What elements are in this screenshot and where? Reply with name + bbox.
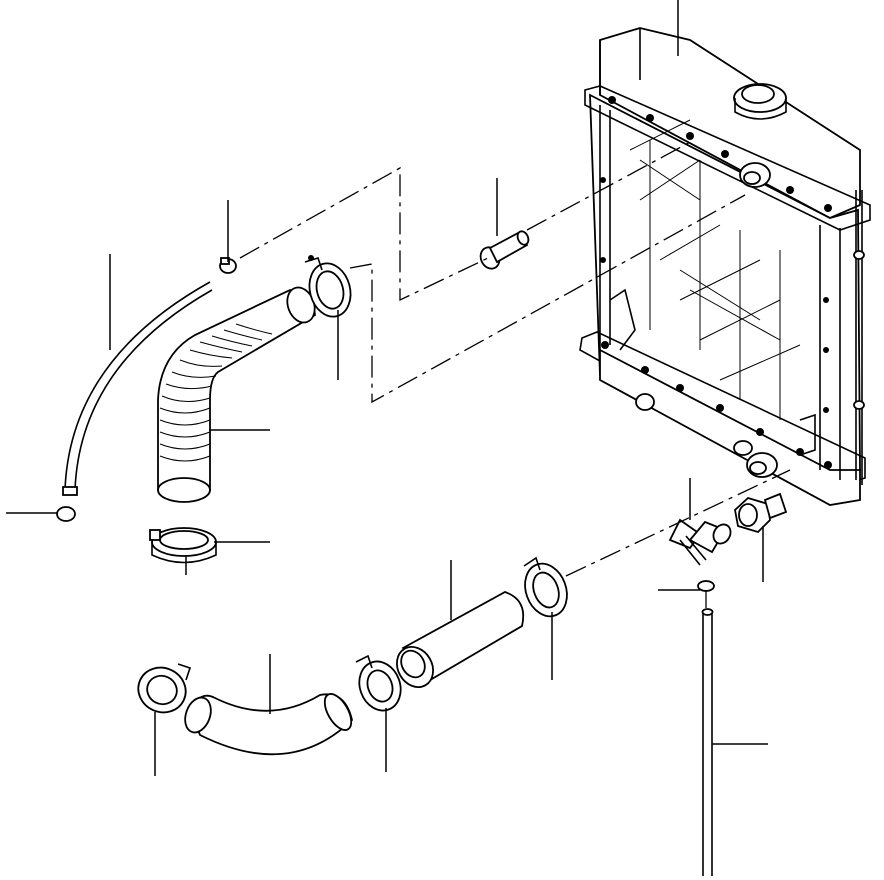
lower-outlet-neck <box>746 452 778 478</box>
radiator <box>579 27 871 506</box>
upper-hose-clamp-top <box>304 255 352 318</box>
lower-hose-clamp-left <box>137 663 192 714</box>
lower-hose-clamp-middle <box>355 654 402 712</box>
alignment-centerlines <box>239 139 791 608</box>
upper-hose-clamp-bottom <box>149 527 217 564</box>
lower-curved-hose <box>184 693 353 756</box>
overflow-tube <box>56 257 237 522</box>
bottom-plug <box>635 393 655 411</box>
radiator-cap <box>733 83 787 120</box>
top-rail-bolts <box>608 96 832 212</box>
callout-leaders <box>6 0 768 776</box>
lower-hose-clamp-right <box>523 556 568 618</box>
upper-corrugated-hose <box>157 286 316 503</box>
drain-fitting <box>734 492 788 534</box>
upper-outlet-neck <box>739 162 771 188</box>
bottom-rail-bolts <box>601 341 832 469</box>
upper-fitting <box>479 230 530 270</box>
lower-straight-hose <box>396 591 525 688</box>
drain-valve <box>668 518 732 592</box>
drain-tube <box>701 608 714 876</box>
